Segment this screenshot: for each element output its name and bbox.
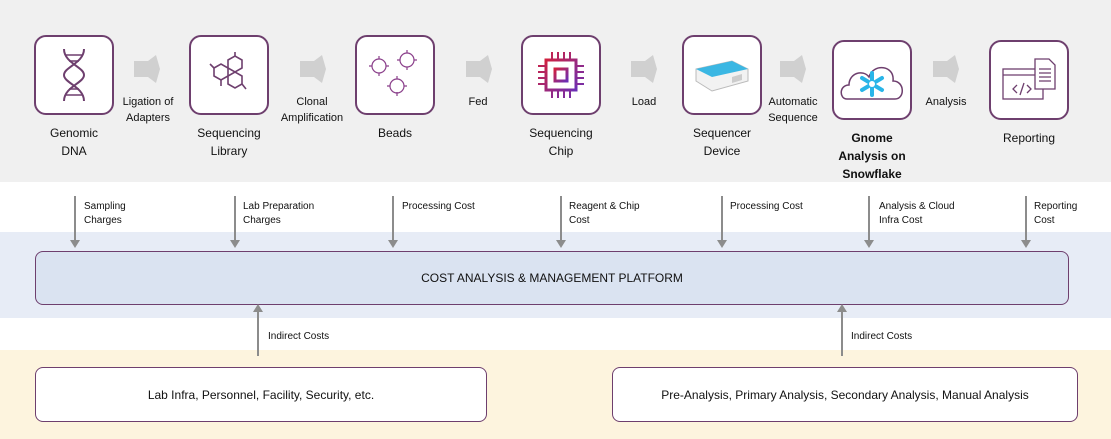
step-snowflake bbox=[832, 40, 912, 120]
dna-icon bbox=[62, 48, 86, 102]
cost-label: Reagent & Chip Cost bbox=[569, 201, 640, 226]
arrow-down-icon bbox=[230, 240, 240, 248]
arrow-down-icon bbox=[717, 240, 727, 248]
indirect-arrow-line bbox=[257, 312, 259, 356]
transition-label: Clonal Amplification bbox=[280, 96, 344, 124]
arrow-right-icon bbox=[933, 55, 959, 83]
arrow-down-icon bbox=[388, 240, 398, 248]
cost-label: Reporting Cost bbox=[1034, 201, 1078, 226]
cost-arrow-line bbox=[560, 196, 562, 240]
step-label: Beads bbox=[377, 126, 413, 140]
indirect-label: Indirect Costs bbox=[851, 331, 913, 342]
step-sequencing-library bbox=[189, 35, 269, 115]
report-code-icon bbox=[1002, 58, 1056, 100]
arrow-down-icon bbox=[70, 240, 80, 248]
step-label: Gnome Analysis on Snowflake bbox=[838, 131, 906, 181]
arrow-down-icon bbox=[864, 240, 874, 248]
cost-arrow-line bbox=[868, 196, 870, 240]
step-sequencing-chip bbox=[521, 35, 601, 115]
snowflake-cloud-icon bbox=[840, 67, 903, 100]
step-label: Sequencing Library bbox=[197, 126, 261, 158]
cost-label: Sampling Charges bbox=[84, 201, 126, 226]
transition-label: Automatic Sequence bbox=[768, 96, 818, 124]
step-genomic-dna bbox=[34, 35, 114, 115]
cost-platform-box: COST ANALYSIS & MANAGEMENT PLATFORM bbox=[35, 251, 1069, 305]
step-label: Sequencer Device bbox=[692, 126, 752, 158]
transition-label: Load bbox=[631, 96, 657, 108]
cost-arrow-line bbox=[392, 196, 394, 240]
cost-label: Processing Cost bbox=[402, 201, 475, 212]
step-sequencer-device bbox=[682, 35, 762, 115]
step-label: Genomic DNA bbox=[49, 126, 99, 158]
arrow-up-icon bbox=[837, 304, 847, 312]
indirect-label: Indirect Costs bbox=[268, 331, 330, 342]
transition-label: Ligation of Adapters bbox=[122, 96, 174, 124]
arrow-down-icon bbox=[1021, 240, 1031, 248]
analysis-overhead-box: Pre-Analysis, Primary Analysis, Secondar… bbox=[612, 367, 1078, 422]
step-reporting bbox=[989, 40, 1069, 120]
cost-arrow-line bbox=[234, 196, 236, 240]
step-label: Reporting bbox=[1002, 131, 1056, 145]
lab-overhead-box: Lab Infra, Personnel, Facility, Security… bbox=[35, 367, 487, 422]
arrow-right-icon bbox=[300, 55, 326, 83]
cost-label: Processing Cost bbox=[730, 201, 803, 212]
arrow-right-icon bbox=[631, 55, 657, 83]
analysis-overhead-text: Pre-Analysis, Primary Analysis, Secondar… bbox=[661, 387, 1029, 402]
hexagon-molecule-icon bbox=[209, 52, 247, 90]
cost-label: Analysis & Cloud Infra Cost bbox=[879, 201, 955, 226]
cost-arrow-line bbox=[721, 196, 723, 240]
chip-icon bbox=[538, 52, 584, 98]
sequencer-device-icon bbox=[695, 60, 749, 92]
step-label: Sequencing Chip bbox=[529, 126, 593, 158]
platform-title: COST ANALYSIS & MANAGEMENT PLATFORM bbox=[421, 271, 683, 285]
arrow-down-icon bbox=[556, 240, 566, 248]
indirect-arrow-line bbox=[841, 312, 843, 356]
arrow-right-icon bbox=[780, 55, 806, 83]
transition-label: Analysis bbox=[925, 96, 967, 108]
arrow-right-icon bbox=[134, 55, 160, 83]
arrow-up-icon bbox=[253, 304, 263, 312]
cost-arrow-line bbox=[74, 196, 76, 240]
lab-overhead-text: Lab Infra, Personnel, Facility, Security… bbox=[147, 387, 375, 402]
step-beads bbox=[355, 35, 435, 115]
beads-icon bbox=[369, 50, 417, 96]
arrow-right-icon bbox=[466, 55, 492, 83]
transition-label: Fed bbox=[468, 96, 488, 108]
cost-arrow-line bbox=[1025, 196, 1027, 240]
cost-label: Lab Preparation Charges bbox=[243, 201, 315, 226]
